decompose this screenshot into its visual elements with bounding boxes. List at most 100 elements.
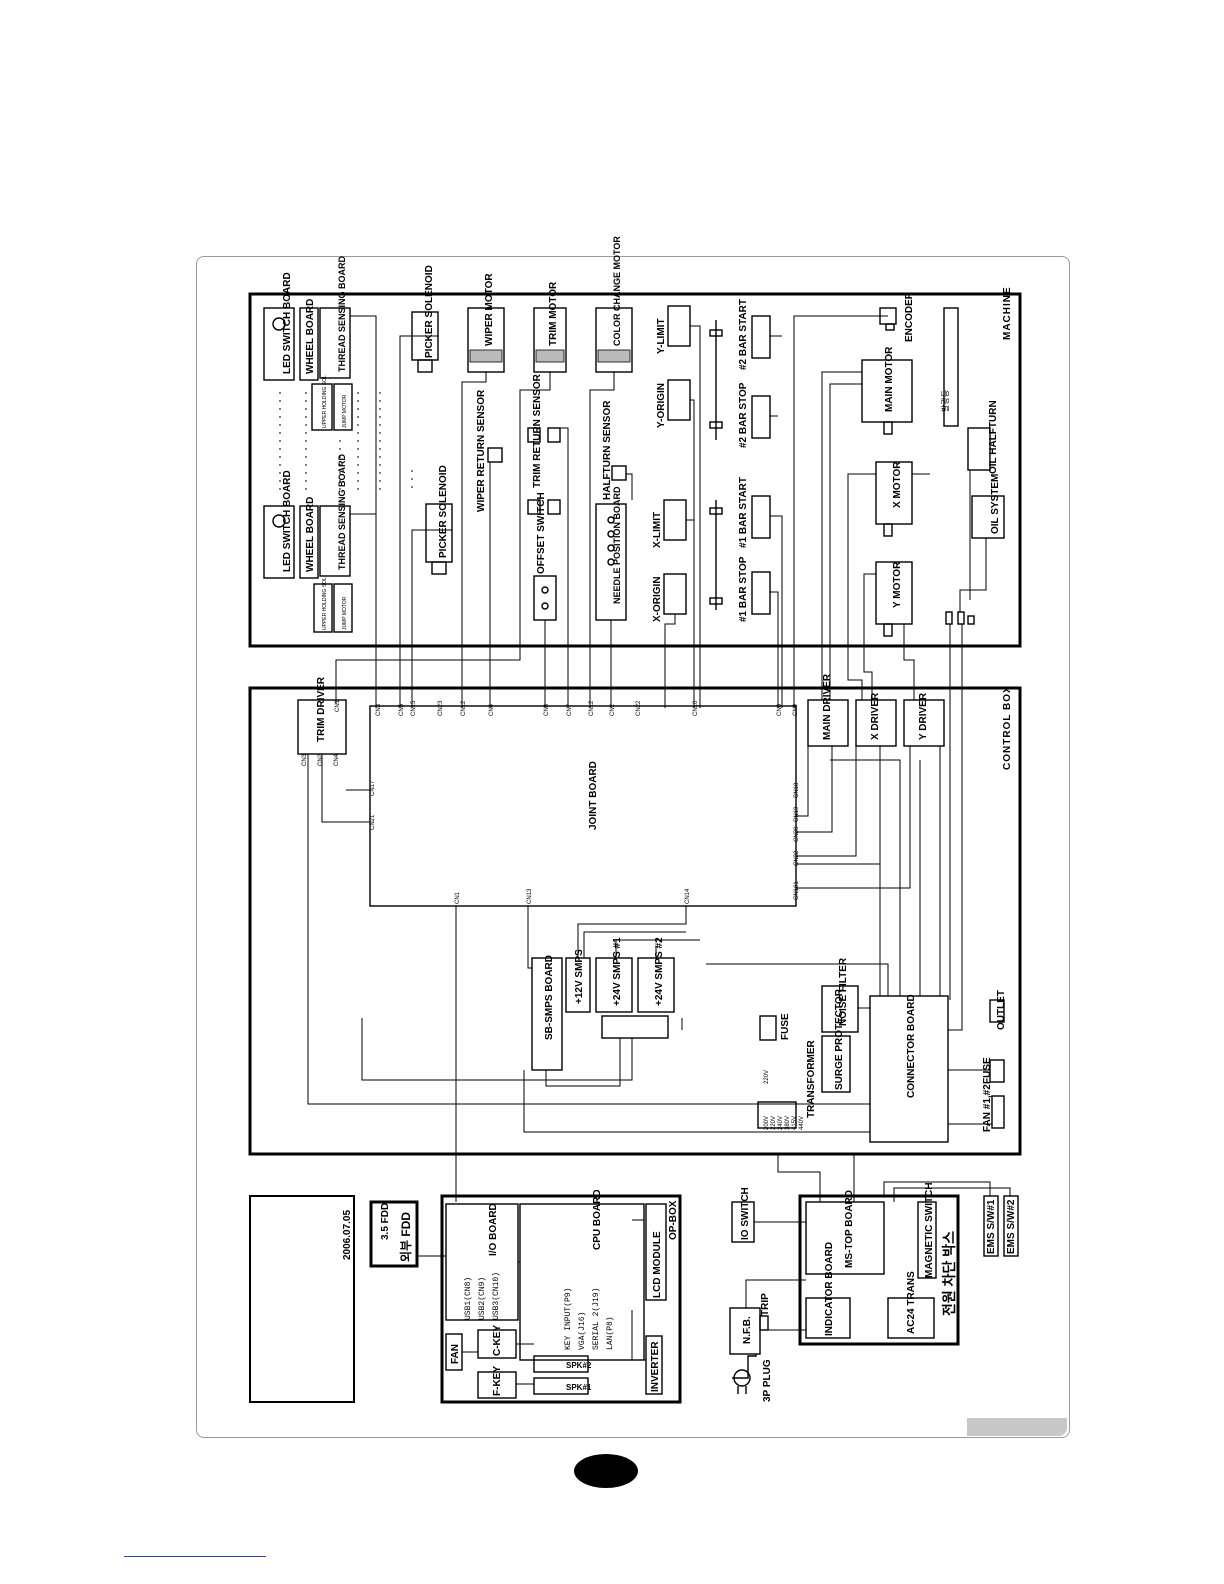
label-needle-position-board: NEEDLE POSITION BOARD (612, 486, 622, 604)
label-smps-24v-2: +24V SMPS #2 (654, 937, 665, 1006)
label-spk1: SPK#1 (566, 1383, 592, 1392)
ms-top-board (805, 1201, 885, 1275)
joint-cn-top-1: CN5 (399, 703, 405, 716)
label-cpu-item-1: VGA(J16) (578, 1312, 587, 1350)
label-led-switch-board-1: LED SWITCH BOARD (282, 272, 293, 374)
trim-cn-0: CN1 (335, 699, 341, 712)
label-lcd-module: LCD MODULE (652, 1231, 663, 1298)
label-power-box-section: 전원 차단 박스 (941, 1231, 957, 1316)
joint-cn-top-8: CN12 (589, 700, 595, 716)
label-wiper-motor: WIPER MOTOR (484, 273, 495, 346)
trim-cn-1: CN3 (302, 753, 308, 766)
fuse-2 (989, 1059, 1005, 1083)
joint-cn-top-9: CN2 (610, 703, 616, 716)
label-thread-sensing-1: THREAD SENSING BOARD (337, 255, 347, 372)
label-bar-stop-2: #2 BAR STOP (738, 382, 749, 448)
label-picker-solenoid-1: PICKER SOLENOID (424, 265, 435, 358)
led-switch-board-1 (263, 307, 295, 381)
joint-cn-side-3: CN19 (794, 806, 800, 822)
label-offset-switch: OFFSET SWITCH (536, 492, 547, 574)
label-transformer: TRANSFORMER (806, 1039, 817, 1118)
main-driver (807, 699, 849, 747)
joint-cn-side-6: CN101 (794, 881, 800, 900)
label-io-switch: IO SWITCH (740, 1187, 751, 1240)
cpu-board (519, 1203, 645, 1361)
connector-board-outline (869, 995, 949, 1143)
machine-frame (248, 292, 1022, 648)
label-f-key: F-KEY (492, 1366, 503, 1396)
joint-cn-top-5: CN4 (489, 703, 495, 716)
label-fdd: 3.5 FDD (380, 1203, 391, 1240)
label-indicator-board: INDICATOR BOARD (824, 1242, 835, 1336)
joint-cn-side-4: CN20 (794, 826, 800, 842)
label-x-origin: X-ORIGIN (652, 576, 663, 622)
label-halfturn-sensor: HALFTURN SENSOR (602, 400, 613, 500)
label-control-box-section: CONTROL BOX (1002, 685, 1013, 770)
label-y-driver: Y DRIVER (918, 692, 929, 740)
label-fuse-2: FUSE (982, 1057, 993, 1084)
joint-cn-bottom-0: CN1 (455, 891, 461, 904)
joint-cn-side-2: CN18 (794, 782, 800, 798)
label-trim-driver: TRIM DRIVER (316, 676, 327, 742)
trim-cn-3: CN4 (334, 753, 340, 766)
label-trip: TRIP (760, 1293, 771, 1316)
lcd-module (645, 1203, 667, 1301)
thread-sensing-board-1 (319, 307, 351, 379)
offset-switch (533, 575, 557, 621)
y-motor (875, 561, 913, 625)
power-box-frame (798, 1194, 960, 1346)
x-limit-sensor (663, 499, 687, 541)
label-upper-holding-1: UPPER HOLDING SOL (322, 375, 328, 428)
label-y-origin: Y-ORIGIN (656, 383, 667, 428)
label-tap-380v: 380V (785, 1116, 791, 1130)
label-x-driver: X DRIVER (870, 692, 881, 740)
wheel-board-2 (299, 505, 319, 579)
label-jump-motor-1: JUMP MOTOR (342, 394, 348, 428)
page-frame (196, 256, 1070, 1438)
label-heater: 발광등 (940, 390, 950, 412)
joint-cn-top-3: CN23 (438, 700, 444, 716)
label-noise-filter: NOISE FILTER (838, 957, 849, 1026)
label-y-limit: Y-LIMIT (656, 318, 667, 354)
label-nfb: N.F.B. (742, 1316, 753, 1344)
date-box (249, 1195, 355, 1403)
x-driver (855, 699, 897, 747)
label-cpu-item-3: LAN(P8) (606, 1316, 615, 1350)
label-ems2: EMS S/W#2 (1006, 1199, 1017, 1254)
label-plug: 3P PLUG (762, 1359, 773, 1402)
label-connector-board: CONNECTOR BOARD (906, 994, 917, 1098)
sb-smps-board (531, 957, 563, 1071)
joint-cn-top-6: CN8 (544, 703, 550, 716)
label-date: 2006.07.05 (342, 1210, 353, 1260)
indicator-board (805, 1297, 851, 1339)
joint-cn-top-0: CN3 (376, 703, 382, 716)
y-limit-sensor (667, 305, 691, 347)
label-machine-section: MACHINE (1002, 286, 1013, 340)
label-oil-halfturn: OIL HALFTURN (988, 400, 999, 474)
joint-cn-top-12: CN6 (777, 703, 783, 716)
label-cpu-item-0: KEY INPUT(P9) (564, 1288, 573, 1350)
label-cpu-item-2: SERIAL 2(J19) (592, 1288, 601, 1350)
joint-cn-top-11: CN10 (693, 700, 699, 716)
joint-cn-bottom-2: CN14 (685, 888, 691, 904)
joint-cn-top-2: CN15 (411, 700, 417, 716)
label-upper-holding-2: UPPER HOLDING SOL (322, 577, 328, 630)
label-bar-start-2: #2 BAR START (738, 299, 749, 370)
x-origin-sensor (663, 573, 687, 615)
y-driver (903, 699, 945, 747)
label-oil-system: OIL SYSTEM (990, 474, 1001, 534)
noise-filter (821, 985, 859, 1033)
control-box-frame (248, 686, 1022, 1156)
y-origin-sensor (667, 379, 691, 421)
f-key (477, 1371, 517, 1399)
label-surge-protector: SURGE PROTECTOR (834, 988, 845, 1090)
ems-sw-1 (983, 1195, 999, 1257)
footer-link-line[interactable] (124, 1556, 266, 1557)
label-ems1: EMS S/W#1 (986, 1199, 997, 1254)
smps-24v-1 (595, 957, 633, 1013)
label-picker-solenoid-2: PICKER SOLENOID (438, 465, 449, 558)
fdd-box (369, 1200, 419, 1268)
label-tap-240v: 240V (778, 1116, 784, 1130)
joint-board-outline (369, 705, 797, 907)
